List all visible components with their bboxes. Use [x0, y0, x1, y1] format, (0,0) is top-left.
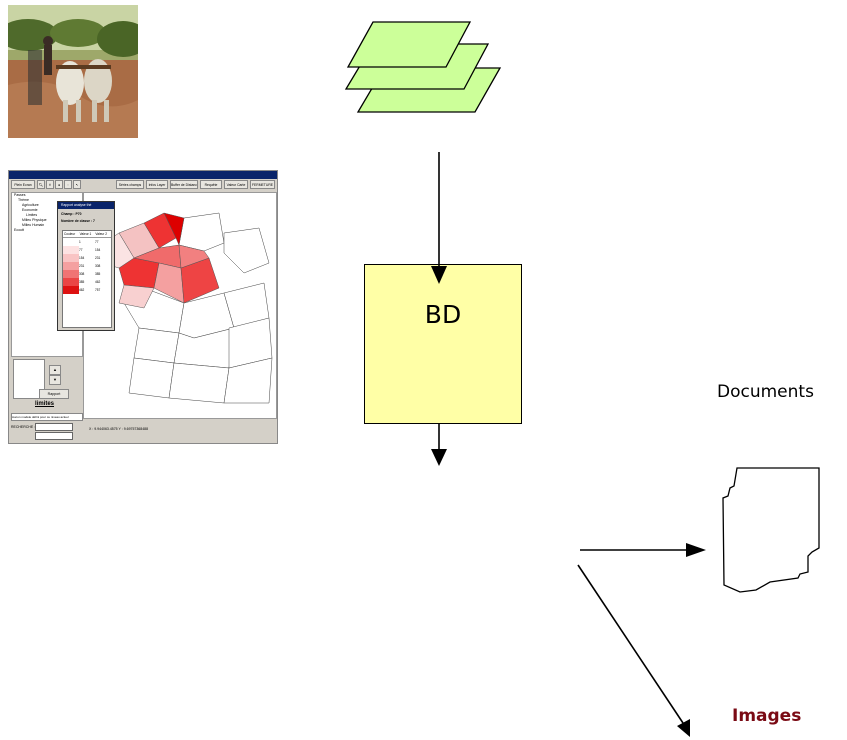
table-header: Valeur 1 — [79, 232, 92, 236]
layers-icon — [344, 21, 502, 113]
tree-item[interactable]: Milieu Physique — [22, 218, 47, 222]
info-icon[interactable]: ● — [55, 180, 63, 189]
rapport-button[interactable]: Rapport — [39, 389, 69, 399]
class-report-dialog[interactable]: Rapport analyse thé Champ : P70 Nombre d… — [57, 201, 115, 331]
toolbar-button-series[interactable]: Séries champs — [116, 180, 144, 189]
database-box — [364, 264, 522, 424]
panel-note: Aucun modèle défini pour ce niveau actue… — [11, 413, 83, 421]
documents-label: Documents — [717, 382, 814, 402]
tree-item[interactable]: Limites — [26, 213, 38, 217]
panel-heading: limites — [35, 401, 55, 407]
tree-item[interactable]: Thème — [18, 198, 29, 202]
dialog-champ: Champ : P70 — [61, 212, 82, 216]
search-label: RECHERCHE : — [11, 425, 36, 429]
arrow-to-images — [577, 564, 684, 724]
toolbar-button-requete[interactable]: Requête — [200, 180, 222, 189]
gis-application-screenshot: Plein Ecran 🔍︎ ✋︎ ● ◦ ↖ Séries champs In… — [8, 170, 278, 444]
status-bar: X : 9.944063.4575 Y : 9.69757368488 — [89, 427, 149, 431]
dialog-classes: Nombre de classe : 7 — [61, 219, 95, 223]
gis-title-bar — [9, 171, 277, 179]
table-header: Valeur 2 — [95, 232, 107, 236]
zoom-out-icon[interactable]: ◦ — [64, 180, 72, 189]
up-arrow-icon[interactable]: ▲ — [49, 365, 61, 375]
search-dropdown[interactable] — [35, 423, 73, 431]
tree-item[interactable]: Economie — [22, 208, 38, 212]
toolbar-button-buffer[interactable]: Buffer de Distance — [170, 180, 198, 189]
tree-item[interactable]: Milieu Humain — [22, 223, 45, 227]
arrow-head-icon — [431, 266, 447, 284]
ox-cart-photo — [8, 5, 138, 138]
toolbar-button-fullscreen[interactable]: Plein Ecran — [11, 180, 35, 189]
document-icon — [722, 467, 820, 593]
table-header: Couleur — [64, 232, 76, 236]
down-arrow-icon[interactable]: ▼ — [49, 375, 61, 385]
search-input[interactable] — [35, 432, 73, 440]
tree-item[interactable]: Agriculture — [22, 203, 39, 207]
gis-toolbar: Plein Ecran 🔍︎ ✋︎ ● ◦ ↖ Séries champs In… — [9, 179, 277, 191]
tree-item[interactable]: Ecoutt — [14, 228, 24, 232]
pan-icon[interactable]: ✋︎ — [46, 180, 54, 189]
map-view[interactable] — [83, 192, 277, 419]
images-label: Images — [732, 706, 802, 726]
choropleth-map — [101, 212, 273, 404]
arrow-head-icon — [431, 449, 447, 466]
arrow-head-icon — [677, 719, 690, 737]
select-icon[interactable]: ↖ — [73, 180, 81, 189]
dialog-title: Rapport analyse thé — [58, 202, 114, 209]
zoom-icon[interactable]: 🔍︎ — [37, 180, 45, 189]
database-label: BD — [424, 300, 462, 329]
lower-panel: ▲ ▼ Rapport limites Aucun modèle défini … — [11, 359, 83, 441]
tree-item[interactable]: Passes — [14, 193, 26, 197]
arrow-head-icon — [686, 543, 706, 557]
toolbar-button-valeur[interactable]: Valeur Carte — [224, 180, 248, 189]
toolbar-button-infos[interactable]: Infos Layer — [146, 180, 168, 189]
toolbar-button-fermeture[interactable]: FERMETURE — [250, 180, 275, 189]
